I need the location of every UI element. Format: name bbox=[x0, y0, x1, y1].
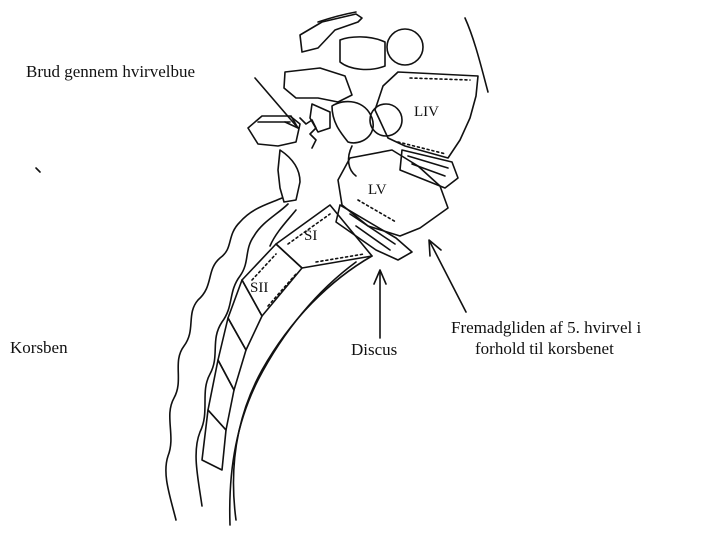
l5-label: LV bbox=[368, 182, 387, 198]
fracture-leader-line bbox=[255, 78, 298, 128]
upper-facet-joint bbox=[387, 29, 423, 65]
fracture-label: Brud gennem hvirvelbue bbox=[26, 62, 195, 82]
l4-label: LIV bbox=[414, 104, 439, 120]
facet-joint bbox=[370, 104, 402, 136]
slip-arrow-line bbox=[430, 242, 466, 312]
slip-label-line1: Fremadgliden af 5. hvirvel i bbox=[451, 318, 641, 338]
upper-process bbox=[340, 37, 385, 70]
fracture-zone bbox=[300, 118, 316, 148]
slip-arrowhead bbox=[429, 240, 441, 256]
sacrum-label: Korsben bbox=[10, 338, 68, 358]
coccyx bbox=[202, 410, 226, 470]
disc-label: Discus bbox=[351, 340, 397, 360]
s1-label: SI bbox=[304, 228, 317, 244]
l5-s1-disc bbox=[336, 205, 412, 260]
upper-spine-line bbox=[318, 12, 356, 22]
slip-label-line2: forhold til korsbenet bbox=[475, 339, 614, 359]
upper-vertebra-outline bbox=[300, 14, 362, 52]
l4-endplate bbox=[410, 78, 470, 80]
s2-label: SII bbox=[250, 280, 268, 296]
posterior-arch bbox=[284, 68, 352, 102]
sacrum-posterior-outline bbox=[166, 198, 282, 520]
sacrum-segment-4 bbox=[218, 318, 246, 390]
